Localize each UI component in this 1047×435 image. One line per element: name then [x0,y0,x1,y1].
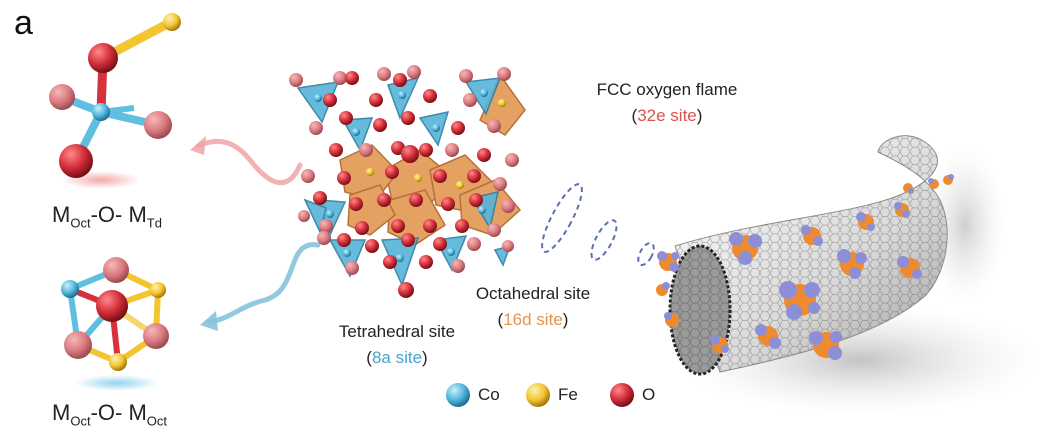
oxygen-atom [144,111,172,139]
arrow-to-top-motif [190,136,303,186]
legend-fe: Fe [558,385,578,404]
oxygen-atom [59,144,93,178]
octahedral-title: Octahedral site [475,284,591,303]
crystal-cations [314,89,506,262]
iron-atom [163,13,181,31]
legend-o: O [642,385,656,404]
oxygen-atom [49,84,75,110]
zoom-ellipses [541,183,655,266]
oxygen-atom [96,290,128,322]
spinel-nanoparticles [656,174,954,360]
cobalt-swatch [446,383,470,407]
octahedral-site: 16d site [503,310,563,329]
tetrahedral-site: 8a site [371,348,423,367]
oxygen-lattice [289,65,519,298]
tetrahedral-label: Tetrahedral site (8a site) [322,322,472,368]
tetrahedral-title: Tetrahedral site [338,322,456,341]
oxygen-atom [88,43,118,73]
panel-label: a [14,4,33,42]
legend-co: Co [478,385,500,404]
oxygen-atom [103,257,129,283]
legend-swatches [446,383,634,407]
octahedral-label: Octahedral site (16d site) [458,284,608,330]
cobalt-atom [92,103,110,121]
bond-label-oct-oct: MOct-O- MOct [52,400,168,429]
oct-o-oct-motif [61,257,169,391]
cobalt-atom [61,280,79,298]
blue-glow [75,375,159,391]
fcc-oxygen-label: FCC oxygen flame (32e site) [582,80,752,126]
oxygen-atom [143,323,169,349]
iron-swatch [526,383,550,407]
arrow-to-bottom-motif [200,242,321,331]
fcc-title: FCC oxygen flame [596,80,738,99]
oxygen-atom [64,331,92,359]
bond-label-oct-td: MOct-O- MTd [52,202,162,231]
oct-o-td-motif [49,13,181,189]
oxygen-swatch [610,383,634,407]
fcc-site: 32e site [637,106,697,125]
iron-atom [150,282,166,298]
carbon-nanotube [656,135,1040,415]
iron-atom [109,353,127,371]
spinel-crystal [289,65,526,298]
